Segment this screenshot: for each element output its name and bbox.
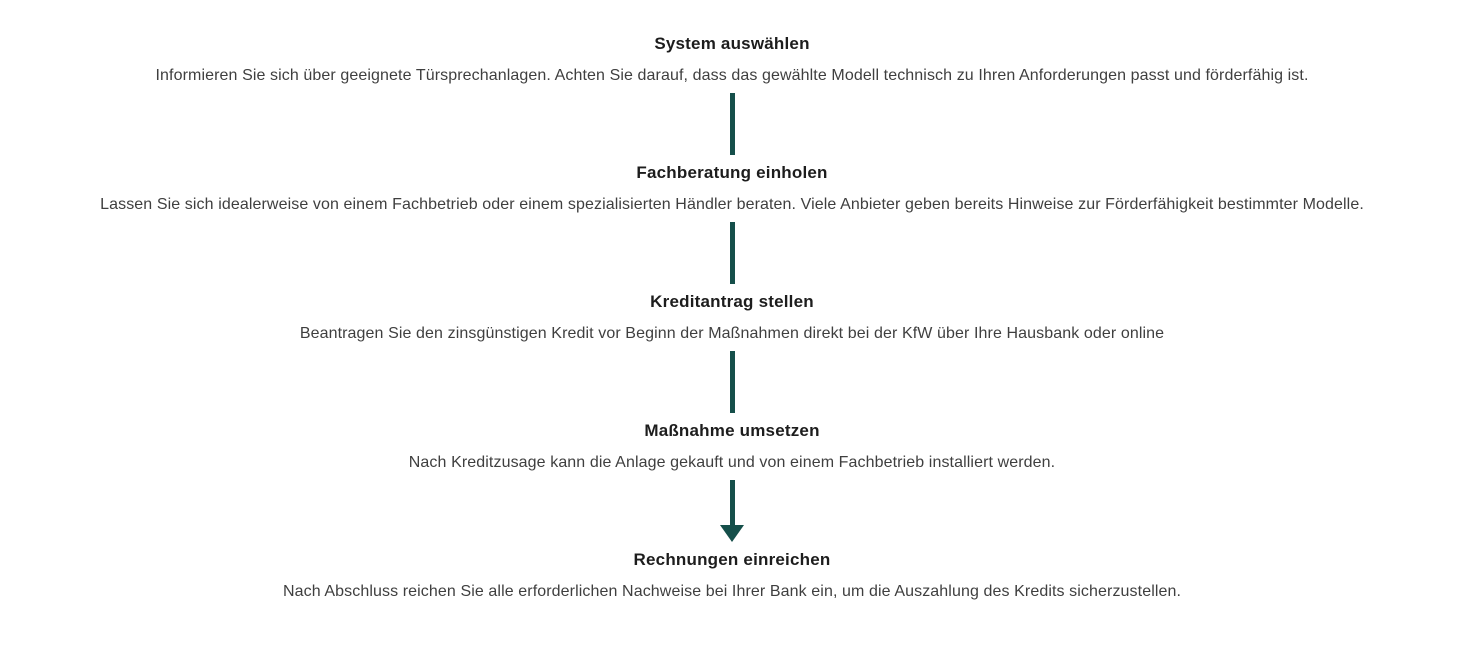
step-system-auswaehlen: System auswählen Informieren Sie sich üb… (0, 33, 1464, 86)
vertical-line (729, 480, 735, 525)
step-description: Informieren Sie sich über geeignete Türs… (155, 67, 1309, 84)
step-description: Lassen Sie sich idealerweise von einem F… (100, 196, 1364, 213)
step-kreditantrag-stellen: Kreditantrag stellen Beantragen Sie den … (0, 291, 1464, 344)
vertical-line (729, 222, 735, 284)
step-rechnungen-einreichen: Rechnungen einreichen Nach Abschluss rei… (0, 549, 1464, 602)
connector-line-2 (729, 222, 735, 284)
connector-line-3 (729, 351, 735, 413)
step-description: Nach Abschluss reichen Sie alle erforder… (282, 583, 1182, 600)
step-description: Beantragen Sie den zinsgünstigen Kredit … (299, 325, 1165, 342)
step-title: Kreditantrag stellen (650, 292, 814, 311)
step-title: Rechnungen einreichen (633, 550, 831, 569)
step-massnahme-umsetzen: Maßnahme umsetzen Nach Kreditzusage kann… (0, 420, 1464, 473)
connector-arrow-4 (720, 480, 744, 542)
step-fachberatung-einholen: Fachberatung einholen Lassen Sie sich id… (0, 162, 1464, 215)
connector-line-1 (729, 93, 735, 155)
step-description: Nach Kreditzusage kann die Anlage gekauf… (408, 454, 1056, 471)
step-title: System auswählen (654, 34, 810, 53)
vertical-line (729, 93, 735, 155)
step-title: Fachberatung einholen (636, 163, 828, 182)
vertical-line (729, 351, 735, 413)
step-title: Maßnahme umsetzen (644, 421, 820, 440)
down-arrow-icon (720, 525, 744, 542)
